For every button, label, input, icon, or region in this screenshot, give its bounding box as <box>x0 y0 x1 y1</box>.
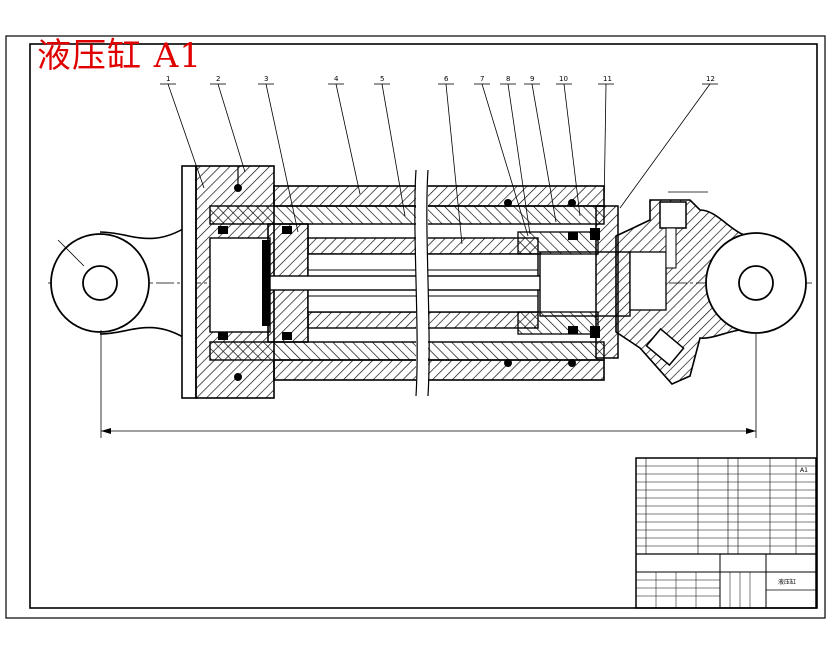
title-block-text: A1 液压缸 <box>778 467 808 586</box>
part-label-5: 5 <box>380 75 384 83</box>
part-label-12: 12 <box>706 75 715 83</box>
outer-tube <box>209 185 605 381</box>
part-label-1: 1 <box>166 75 170 83</box>
drawing-name-label: 液压缸 <box>778 578 796 586</box>
part-label-9: 9 <box>530 75 534 83</box>
part-label-4: 4 <box>334 75 339 83</box>
part-label-6: 6 <box>444 75 449 83</box>
title-block <box>635 457 817 609</box>
part-label-7: 7 <box>480 75 484 83</box>
sheet-size-label: A1 <box>800 467 808 474</box>
part-labels: 1 2 3 4 5 6 7 8 9 10 11 12 <box>166 75 715 83</box>
left-eye <box>50 224 189 342</box>
overall-dimension <box>100 330 757 438</box>
rear-cap <box>181 165 275 399</box>
drawing-title: 液压缸 A1 <box>37 36 202 76</box>
outer-border <box>5 35 826 619</box>
break-lines <box>414 169 430 397</box>
inner-border <box>29 43 818 609</box>
part-label-8: 8 <box>506 75 510 83</box>
part-label-3: 3 <box>264 75 268 83</box>
right-eye <box>705 232 807 334</box>
part-label-11: 11 <box>603 75 612 83</box>
part-label-2: 2 <box>216 75 220 83</box>
leader-lines <box>160 83 718 245</box>
right-head <box>615 191 757 385</box>
part-label-10: 10 <box>559 75 568 83</box>
